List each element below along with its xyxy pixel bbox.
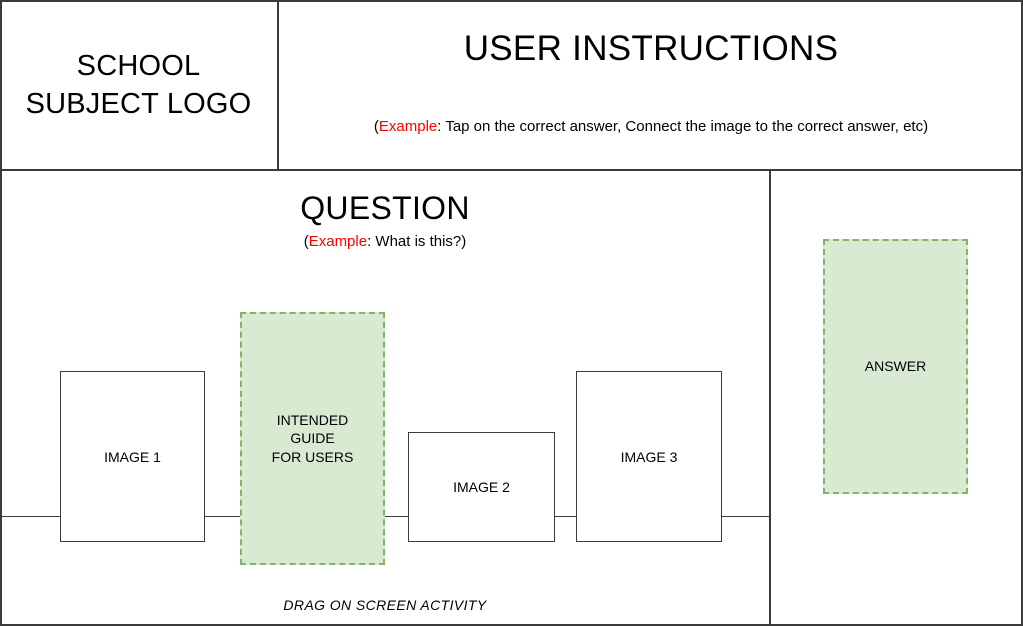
question-example-open-paren: ( xyxy=(303,233,309,250)
question-example: (Example: What is this?) xyxy=(0,233,770,250)
image-box-2-label: IMAGE 2 xyxy=(453,479,510,495)
user-instructions-panel: USER INSTRUCTIONS (Example: Tap on the c… xyxy=(279,1,1023,170)
header-body-divider xyxy=(0,169,1023,171)
image-box-1-label: IMAGE 1 xyxy=(104,448,161,465)
connector-left-edge-to-image1 xyxy=(1,516,61,517)
instructions-example-keyword: Example xyxy=(378,118,438,135)
connector-image1-to-guide xyxy=(203,516,241,517)
frame-top-border xyxy=(0,0,1023,2)
instructions-example-open-paren: ( xyxy=(373,118,379,135)
question-title: QUESTION xyxy=(300,190,470,226)
connector-guide-to-image2 xyxy=(384,516,409,517)
logo-label: SCHOOL SUBJECT LOGO xyxy=(25,50,252,120)
image-box-2[interactable]: IMAGE 2 xyxy=(408,432,555,542)
image-box-1[interactable]: IMAGE 1 xyxy=(60,371,205,542)
image-box-3[interactable]: IMAGE 3 xyxy=(576,371,722,542)
frame-right-border xyxy=(1021,0,1023,626)
question-example-text: : What is this?) xyxy=(367,233,467,250)
user-instructions-title: USER INSTRUCTIONS xyxy=(463,29,839,68)
intended-guide-label: INTENDED GUIDE FOR USERS xyxy=(271,411,354,465)
frame-bottom-border xyxy=(0,624,1023,626)
connector-image3-to-divider xyxy=(721,516,770,517)
image-box-3-label: IMAGE 3 xyxy=(620,448,678,465)
connector-image2-to-image3 xyxy=(554,516,577,517)
activity-caption: DRAG ON SCREEN ACTIVITY xyxy=(283,597,487,613)
answer-box[interactable]: ANSWER xyxy=(823,239,968,494)
user-instructions-example: (Example: Tap on the correct answer, Con… xyxy=(279,118,1023,135)
school-subject-logo-panel: SCHOOL SUBJECT LOGO xyxy=(0,1,277,170)
question-answer-divider xyxy=(769,169,771,626)
question-example-keyword: Example xyxy=(308,233,368,250)
logo-instructions-divider xyxy=(277,0,279,170)
answer-box-label: ANSWER xyxy=(864,358,927,375)
instructions-example-text: : Tap on the correct answer, Connect the… xyxy=(437,118,929,135)
frame-left-border xyxy=(0,0,2,626)
intended-guide-box[interactable]: INTENDED GUIDE FOR USERS xyxy=(240,312,385,565)
